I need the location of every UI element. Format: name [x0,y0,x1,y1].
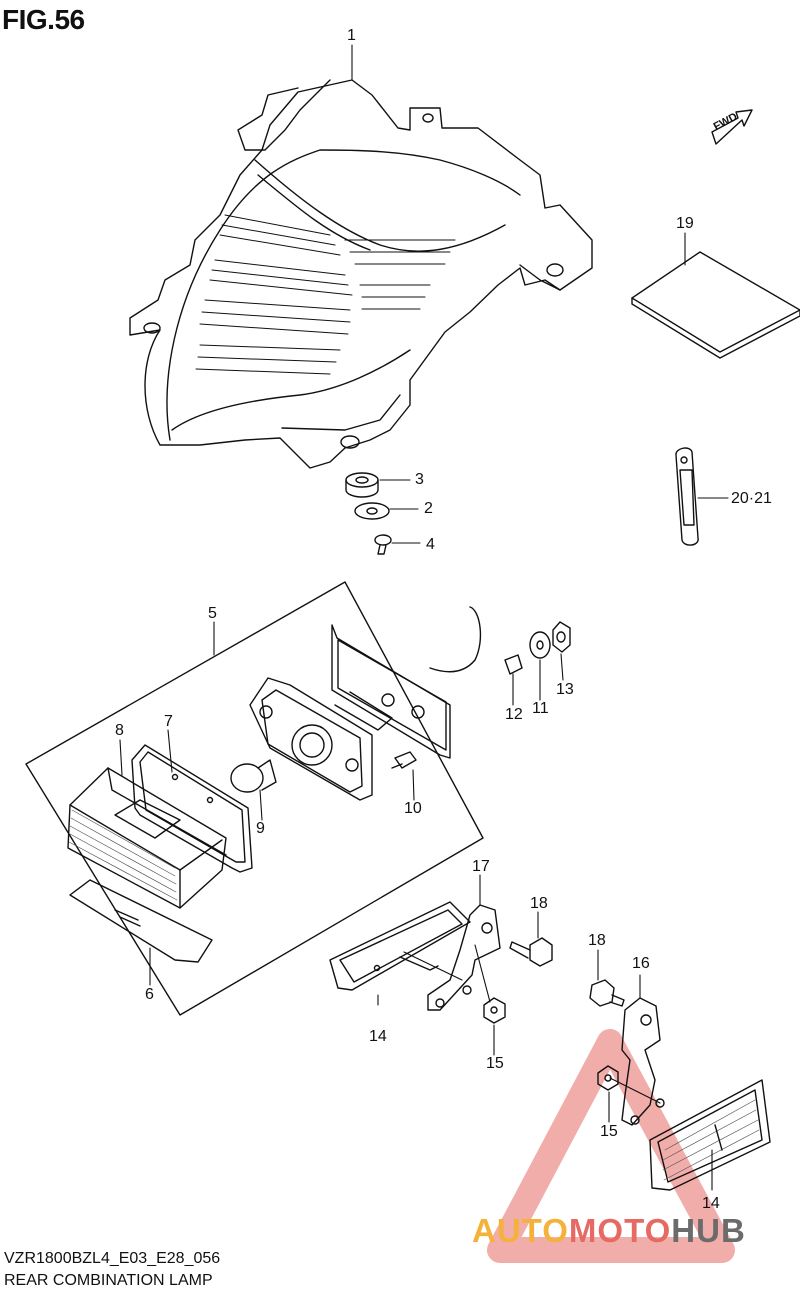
callout-15-left: 15 [486,1055,504,1072]
callout-18-lower: 18 [588,932,606,949]
bolt-18a [509,937,553,967]
washer-11 [529,631,551,659]
callout-20-21: 20·21 [731,490,772,507]
callout-17: 17 [472,858,490,875]
watermark-part-moto: MOTO [568,1212,672,1249]
figure-number: FIG.56 [2,4,85,35]
screw [374,534,392,555]
callout-13: 13 [556,681,574,698]
callout-3: 3 [415,471,424,488]
bulb [230,759,277,793]
callout-6: 6 [145,986,154,1003]
callout-1: 1 [347,27,356,44]
strap [675,447,699,546]
bracket-17 [427,904,501,1011]
callout-5: 5 [208,605,217,622]
bracket-16 [621,997,665,1126]
leader-lines [119,44,729,1191]
callout-8: 8 [115,722,124,739]
callout-14-left: 14 [369,1028,387,1045]
callout-10: 10 [404,800,422,817]
watermark-part-auto: AUTO [472,1212,569,1249]
callout-7: 7 [164,713,173,730]
callout-2: 2 [424,500,433,517]
reflector-right [649,1079,771,1191]
watermark-logo: AUTOMOTOHUB [472,1212,746,1250]
cushion [345,472,379,498]
callout-11: 11 [532,700,549,717]
callout-16: 16 [632,955,650,972]
collar [504,654,523,675]
callout-9: 9 [256,820,265,837]
callout-18-upper: 18 [530,895,548,912]
washer [354,502,390,520]
plate [69,879,213,963]
nut-15a [483,997,506,1024]
model-code: VZR1800BZL4_E03_E28_056 [4,1250,221,1267]
callout-4: 4 [426,536,435,553]
lamp-holder [249,606,482,801]
figure-caption: REAR COMBINATION LAMP [4,1272,213,1289]
reflector-left [329,901,471,991]
pad [631,251,800,359]
fwd-arrow-icon [711,109,753,145]
nut-13 [552,621,571,653]
callout-15-right: 15 [600,1123,618,1140]
callout-14-right: 14 [702,1195,720,1212]
watermark-part-hub: HUB [671,1212,746,1249]
callout-19: 19 [676,215,694,232]
lens [67,767,227,909]
watermark-triangle [487,1029,735,1263]
tail-lamp-housing [129,79,593,469]
bolt-18b [589,979,625,1007]
callout-12: 12 [505,706,523,723]
